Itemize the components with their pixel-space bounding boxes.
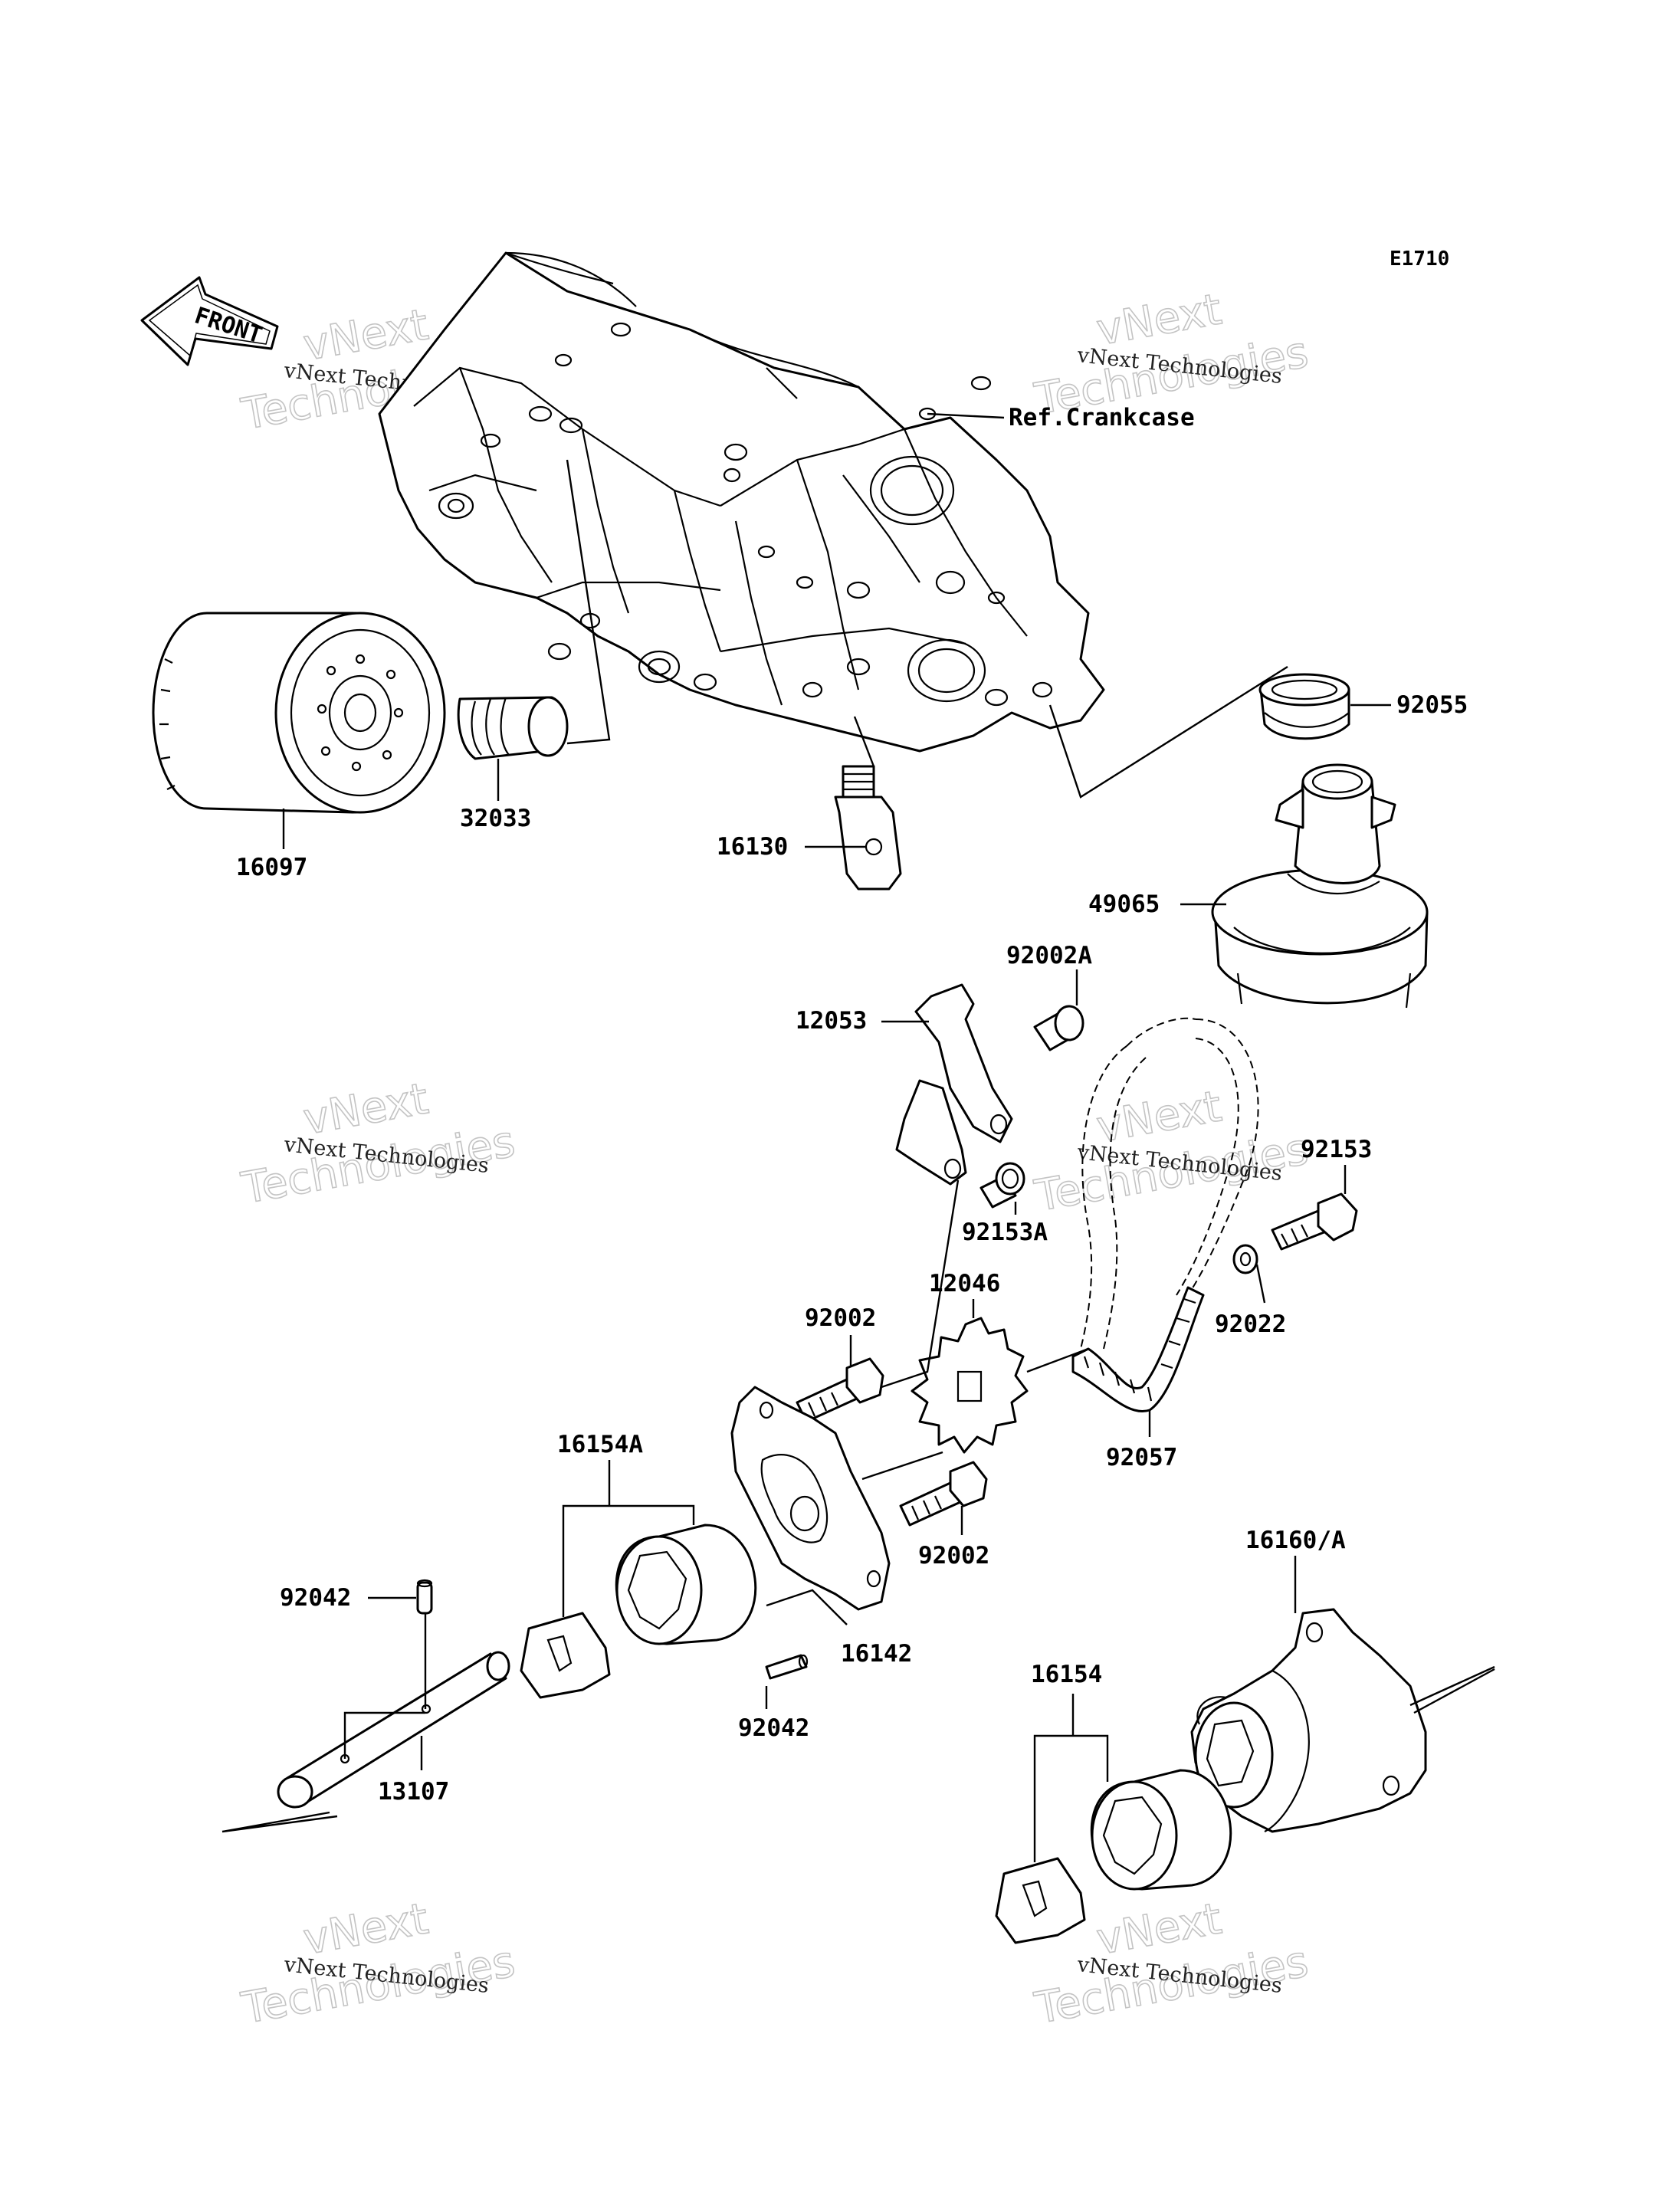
relief-valve-32033 xyxy=(457,696,569,760)
watermark-bottom-left: vNext Technologies vNext Technologies xyxy=(237,1894,519,2035)
leader-16142-inner xyxy=(766,1589,848,1625)
oil-screen-49065 xyxy=(1211,763,1429,1009)
pin-92042-left xyxy=(416,1579,433,1615)
leader-13107-axis xyxy=(221,1811,338,1833)
rotor-set-16154 xyxy=(995,1769,1232,1944)
oil-pressure-switch-16130 xyxy=(834,765,902,891)
label-92002-top: 92002 xyxy=(805,1304,876,1332)
label-16160A: 16160/A xyxy=(1245,1527,1346,1554)
watermark-mid-right: vNext Technologies vNext Technologies xyxy=(1030,1081,1312,1222)
washer-92022 xyxy=(1232,1244,1258,1274)
label-92057: 92057 xyxy=(1106,1444,1177,1471)
label-92055: 92055 xyxy=(1396,691,1468,719)
pin-92042-mid xyxy=(765,1654,809,1680)
bolt-92002-bottom xyxy=(899,1461,988,1527)
label-92002A: 92002A xyxy=(1006,942,1092,969)
bolt-92002A xyxy=(1033,1005,1084,1051)
leader-16154 xyxy=(1033,1694,1109,1862)
front-arrow: FRONT xyxy=(140,276,279,366)
label-16154A: 16154A xyxy=(557,1431,643,1458)
diagram-code: E1710 xyxy=(1390,248,1449,271)
leader-sprocket-pump xyxy=(861,1451,943,1481)
label-92153A: 92153A xyxy=(962,1219,1048,1246)
pump-body-16160A xyxy=(1190,1608,1427,1833)
pump-shaft-13107 xyxy=(277,1651,510,1809)
leader-32033-crankcase xyxy=(566,459,611,745)
leader-92055-crankcase xyxy=(1048,665,1288,799)
leader-16160A-axis xyxy=(1409,1665,1495,1714)
pump-cover-16142 xyxy=(730,1386,891,1611)
chain-guide-12053 xyxy=(895,983,1013,1186)
leader-16130-crankcase xyxy=(853,716,875,767)
label-92042-mid: 92042 xyxy=(738,1714,809,1742)
bolt-92002-top xyxy=(796,1357,884,1423)
label-16097: 16097 xyxy=(236,854,307,881)
leader-16154A xyxy=(562,1460,695,1617)
leader-92042-holes xyxy=(343,1613,427,1759)
label-16142: 16142 xyxy=(841,1640,912,1668)
crankcase xyxy=(378,251,1105,753)
label-32033: 32033 xyxy=(460,805,531,832)
bolt-92153 xyxy=(1271,1192,1358,1251)
label-92153: 92153 xyxy=(1301,1136,1372,1163)
leader-92022 xyxy=(1255,1264,1266,1304)
label-12053: 12053 xyxy=(796,1007,867,1035)
label-13107: 13107 xyxy=(378,1778,449,1806)
oring-92055 xyxy=(1258,673,1350,740)
ref-crankcase-label: Ref.Crankcase xyxy=(1009,404,1195,431)
leader-12053-pump xyxy=(881,1179,960,1389)
label-92002-bottom: 92002 xyxy=(918,1542,989,1570)
label-16130: 16130 xyxy=(717,833,788,861)
rotor-set-16154A xyxy=(520,1524,757,1699)
chain-loop xyxy=(1080,1017,1259,1350)
bolt-92153A xyxy=(979,1162,1025,1209)
oil-filter-16097 xyxy=(152,612,446,814)
watermark-mid-left: vNext Technologies vNext Technologies xyxy=(237,1074,519,1215)
label-49065: 49065 xyxy=(1088,891,1160,918)
label-92022: 92022 xyxy=(1215,1310,1286,1338)
sprocket-12046 xyxy=(911,1317,1089,1454)
label-92042-left: 92042 xyxy=(280,1584,351,1612)
chain-92057 xyxy=(1071,1286,1205,1412)
label-16154: 16154 xyxy=(1031,1661,1102,1688)
